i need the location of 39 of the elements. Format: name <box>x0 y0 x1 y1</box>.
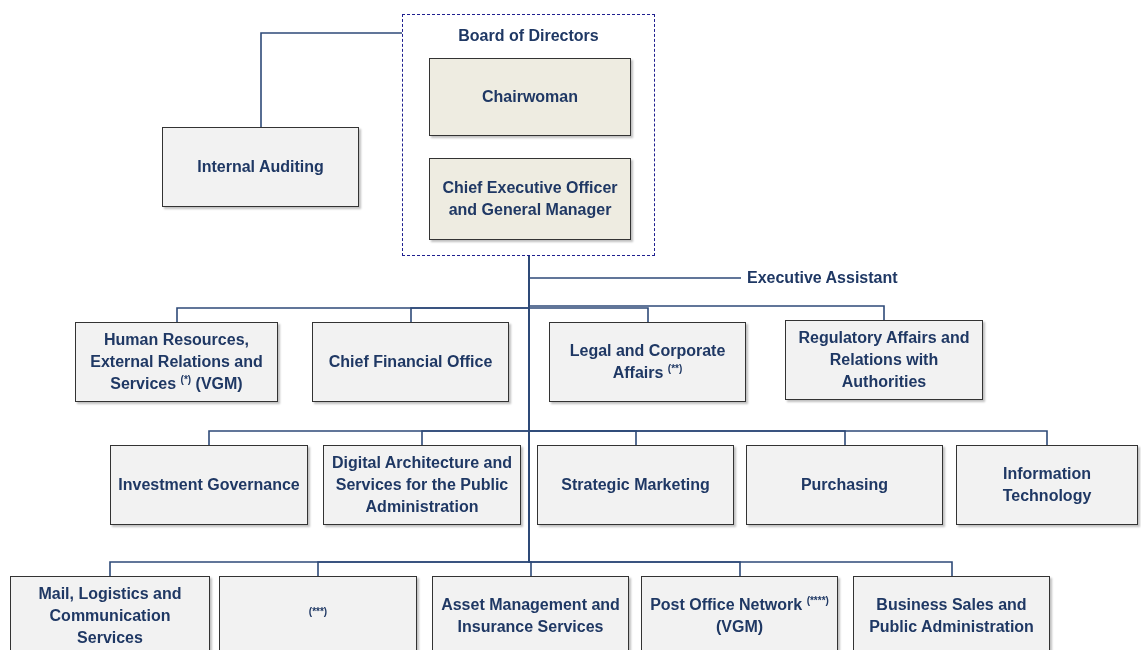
department-box <box>432 576 629 650</box>
node-text: Executive Assistant <box>746 268 899 288</box>
executive-box <box>429 58 631 136</box>
dashed-group-box <box>402 14 655 256</box>
node-text: Mail, Logistics and Communication Services <box>37 584 183 648</box>
department-box <box>110 445 308 525</box>
node-text: Human Resources, External Relations and Services $^{(*)}$ (VGM) <box>89 330 264 394</box>
department-box <box>853 576 1050 650</box>
node-text: Post Office Network $^{(****)}$ (VGM) <box>649 594 830 637</box>
department-box <box>219 576 417 650</box>
group-title: Board of Directors <box>457 26 600 46</box>
department-box <box>75 322 278 402</box>
connector-line <box>528 255 953 577</box>
department-box <box>537 445 734 525</box>
node-text: Strategic Marketing <box>560 475 711 495</box>
node-text: Chief Executive Officer and General Manager <box>441 178 619 220</box>
node-text: Information Technology <box>1001 464 1093 506</box>
node-text: Digital Architecture and Services for the Public Administration <box>331 453 513 517</box>
department-box <box>785 320 983 400</box>
department-box <box>323 445 521 525</box>
node-text: (***) <box>307 605 329 619</box>
department-box <box>312 322 509 402</box>
node-text: Chief Financial Office <box>327 352 494 372</box>
executive-box <box>429 158 631 240</box>
node-text: Internal Auditing <box>196 157 325 177</box>
node-text: Investment Governance <box>117 475 301 495</box>
department-box <box>549 322 746 402</box>
node-text: Chairwoman <box>481 87 579 107</box>
node-text: Asset Management and Insurance Services <box>440 595 621 637</box>
node-text: Regulatory Affairs and Relations with Authorities <box>797 328 971 392</box>
department-box <box>746 445 943 525</box>
node-text: Legal and Corporate Affairs $^{(**)}$ <box>568 341 727 383</box>
node-text: Business Sales and Public Administration <box>868 595 1035 637</box>
connector-line <box>260 32 403 128</box>
department-box <box>162 127 359 207</box>
department-box <box>641 576 838 650</box>
department-box <box>956 445 1138 525</box>
department-box <box>10 576 210 650</box>
node-text: Purchasing <box>799 475 890 495</box>
